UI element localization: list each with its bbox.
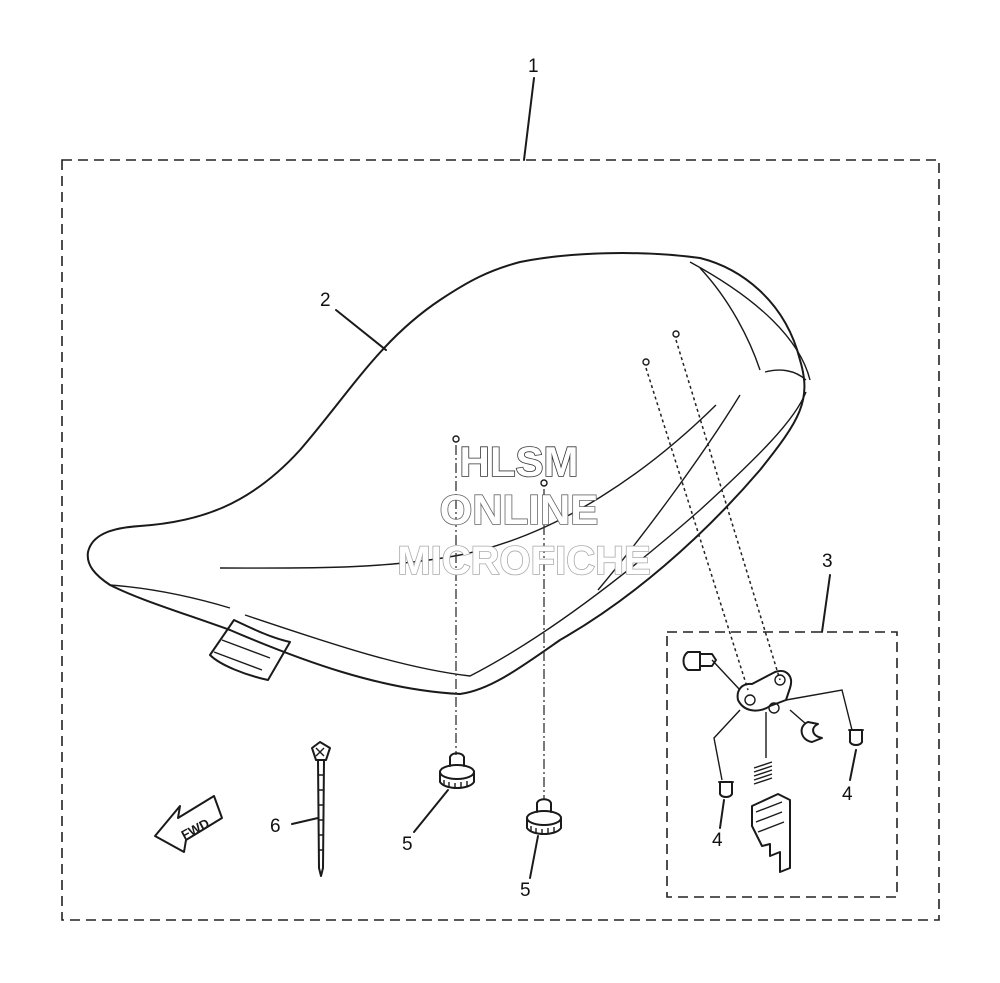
- mount-hole: [642, 358, 650, 366]
- alignment-line: [675, 339, 781, 681]
- damper-part-5b: [526, 798, 562, 835]
- leader-3: [821, 574, 831, 633]
- alignment-line: [645, 367, 749, 691]
- leader-6: [291, 817, 319, 825]
- seat-part-2: [86, 252, 811, 695]
- callout-3: 3: [822, 551, 833, 572]
- callout-2: 2: [320, 290, 331, 311]
- watermark-line-3: MICROFICHE: [397, 539, 650, 583]
- mount-hole: [540, 479, 548, 487]
- callout-4a: 4: [712, 830, 723, 851]
- cable-tie-part-6: [311, 741, 331, 877]
- leader-4b: [849, 749, 857, 781]
- leader-2: [335, 309, 387, 351]
- damper-part-5a: [439, 752, 475, 789]
- leader-5a: [413, 789, 449, 833]
- fwd-label: FWD: [179, 815, 212, 842]
- callout-6: 6: [270, 816, 281, 837]
- watermark-line-1: HLSM: [460, 438, 579, 485]
- callout-5a: 5: [402, 834, 413, 855]
- mount-hole: [452, 435, 460, 443]
- watermark: HLSM ONLINE MICROFICHE: [397, 437, 652, 584]
- callout-1: 1: [528, 56, 539, 77]
- seat-lock-parts: [682, 651, 864, 873]
- bolt-part-4: [848, 729, 864, 746]
- leader-5b: [529, 835, 539, 879]
- assembly-boundary-1: [61, 159, 940, 921]
- mount-hole: [672, 330, 680, 338]
- callout-4b: 4: [842, 784, 853, 805]
- watermark-line-2: ONLINE: [440, 486, 599, 533]
- bolt-part-4: [718, 781, 734, 798]
- fwd-arrow-icon: FWD: [154, 795, 223, 853]
- leader-4a: [719, 799, 725, 829]
- leader-1: [523, 77, 535, 161]
- lock-assembly-boundary-3: [666, 631, 898, 898]
- callout-5b: 5: [520, 880, 531, 901]
